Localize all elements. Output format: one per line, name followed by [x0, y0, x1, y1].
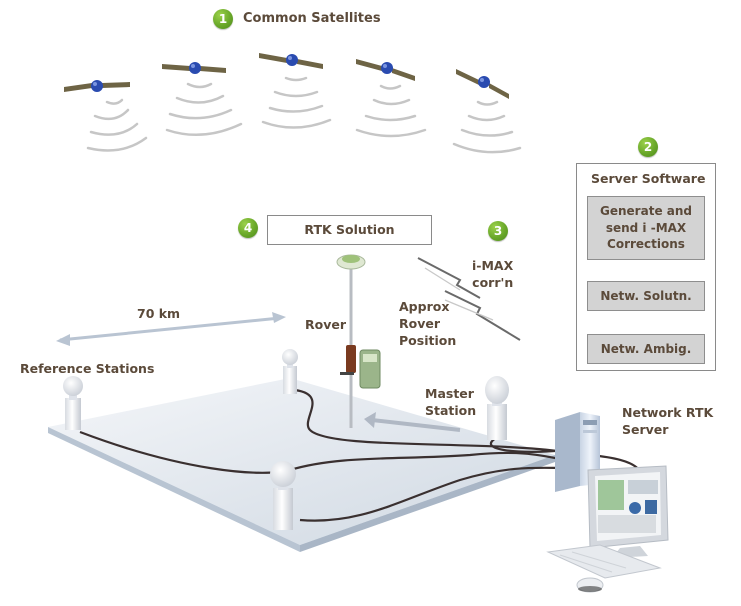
- common-satellites-label: Common Satellites: [243, 11, 381, 26]
- approx-rover-position-label: Approx Rover Position: [399, 299, 457, 348]
- mouse-icon: [576, 577, 604, 593]
- rtk-solution-box: RTK Solution: [267, 215, 432, 245]
- reference-stations-label: Reference Stations: [20, 361, 155, 376]
- satellite-icon: [259, 53, 323, 69]
- server-tower-icon: [555, 412, 600, 492]
- rover-device: [336, 254, 381, 428]
- signal-waves: [452, 100, 522, 154]
- keyboard-icon: [546, 544, 662, 579]
- server-software-panel: Server Software Generate and send i -MAX…: [576, 163, 716, 371]
- satellite-icon: [456, 69, 509, 99]
- satellite-5: [452, 69, 522, 154]
- satellite-2: [162, 62, 243, 136]
- correction-link-shadow: [424, 267, 494, 321]
- satellite-icon: [356, 59, 415, 81]
- signal-waves: [86, 98, 148, 152]
- signal-waves: [165, 82, 243, 136]
- satellite-icon: [162, 62, 226, 74]
- distance-label: 70 km: [137, 306, 181, 321]
- master-to-rover-arrow: [364, 412, 461, 432]
- generate-corrections-step: Generate and send i -MAX Corrections: [587, 196, 705, 260]
- network-rtk-server-label: Network RTK Server: [622, 405, 714, 437]
- reference-station-back: [282, 349, 298, 394]
- satellite-4: [355, 59, 427, 138]
- signal-waves: [261, 76, 332, 129]
- server-software-title: Server Software: [591, 171, 706, 186]
- network-ambiguity-step: Netw. Ambig.: [587, 334, 705, 364]
- step-badge-3: 3: [488, 221, 508, 241]
- master-station: [485, 376, 509, 440]
- monitor-icon: [587, 465, 669, 558]
- rover-label: Rover: [305, 317, 347, 332]
- satellite-1: [64, 80, 148, 152]
- distance-arrow: [56, 312, 286, 346]
- satellite-icon: [64, 80, 130, 92]
- network-solution-step: Netw. Solutn.: [587, 281, 705, 311]
- satellite-3: [259, 53, 332, 129]
- imax-correction-label: i-MAX corr'n: [472, 258, 514, 290]
- reference-station-left: [63, 376, 83, 430]
- network-platform: [48, 378, 555, 552]
- rtk-solution-label: RTK Solution: [304, 222, 395, 237]
- step-badge-4: 4: [238, 218, 258, 238]
- reference-station-front: [270, 461, 296, 530]
- master-station-label: Master Station: [425, 386, 477, 418]
- correction-link-icon: [417, 257, 521, 341]
- step-badge-2: 2: [638, 137, 658, 157]
- step-badge-1: 1: [213, 9, 233, 29]
- signal-waves: [355, 84, 427, 138]
